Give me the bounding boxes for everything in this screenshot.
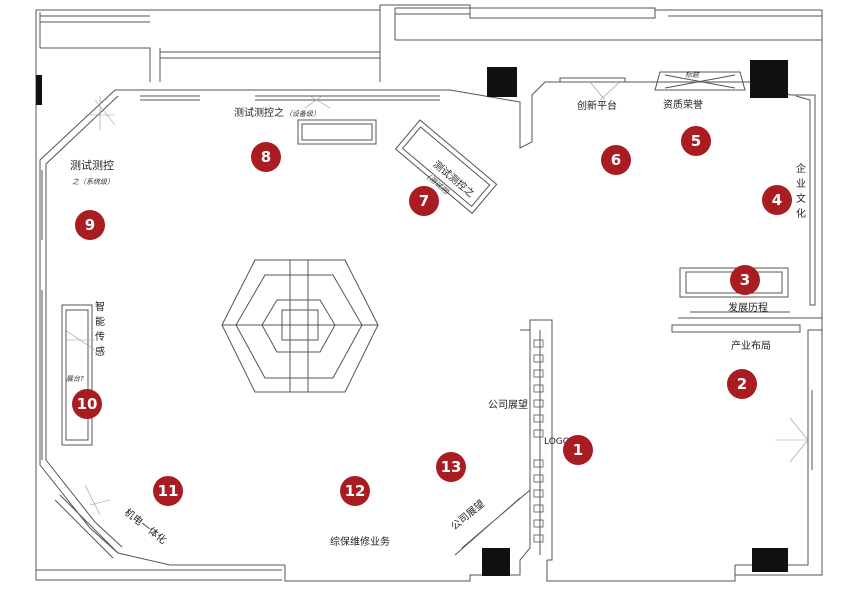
left-window-lower [41,290,47,460]
top-window-center [395,7,470,15]
hall-wall [115,81,816,306]
zone-sublabel-test-control-9: 之（系统级） [72,178,114,186]
zone-marker-4[interactable]: 4 [762,185,792,215]
zone-label-corporate-culture: 企 业 文 化 [796,164,806,220]
zone-marker-6[interactable]: 6 [601,145,631,175]
zone-sublabel-honors: 标题 [685,71,699,79]
zone-marker-10[interactable]: 10 [72,389,102,419]
zone-label-honors: 资质荣誉 [663,100,703,111]
top-window-right [668,9,822,17]
platform-8 [297,119,377,145]
zone-marker-11[interactable]: 11 [153,476,183,506]
sightlines [64,81,809,516]
zone-label-maintenance: 综保维修业务 [330,537,390,548]
hex-mid [235,274,363,379]
platform-10 [61,304,93,446]
hall-wall-left [39,89,285,566]
zone-label-development-history: 发展历程 [728,303,768,314]
zone-sublabel-smart-sensing: 展台? [66,375,84,383]
zone-marker-5[interactable]: 5 [681,126,711,156]
hex-outer [221,259,379,393]
bottom-wall [284,319,553,582]
zone-marker-9[interactable]: 9 [75,210,105,240]
zone-label-smart-sensing: 智 能 传 感 [95,302,105,358]
top-corridor [160,5,822,82]
platform-7 [394,119,498,215]
zone-label-innovation: 创新平台 [577,101,617,112]
zone-label-logo: LOGO [544,437,570,447]
outer-wall-inner [35,10,282,581]
zone-label-industry-layout: 产业布局 [731,341,771,352]
company-wall-slots [533,339,544,543]
hex-inner [261,299,336,353]
top-wall-segment [469,8,656,19]
top-window-left [40,15,150,23]
zone-marker-3[interactable]: 3 [730,265,760,295]
company-wall-frame [520,329,541,555]
zone-label-test-control-9: 测试测控 [70,159,114,172]
bottom-right-window [807,390,813,470]
right-display-wall [671,317,822,333]
zone-label-company-display: 公司展望 [488,400,528,411]
left-window-upper [41,170,47,240]
zone-label-test-control-8: 测试测控之 [234,108,284,119]
zone-marker-1[interactable]: 1 [563,435,593,465]
zone-marker-7[interactable]: 7 [409,186,439,216]
zone-marker-2[interactable]: 2 [727,369,757,399]
zone-marker-12[interactable]: 12 [340,476,370,506]
zone-marker-8[interactable]: 8 [251,142,281,172]
pillars [36,60,788,576]
zone-sublabel-test-control-8: （设备级） [285,110,320,118]
zone-marker-13[interactable]: 13 [436,452,466,482]
